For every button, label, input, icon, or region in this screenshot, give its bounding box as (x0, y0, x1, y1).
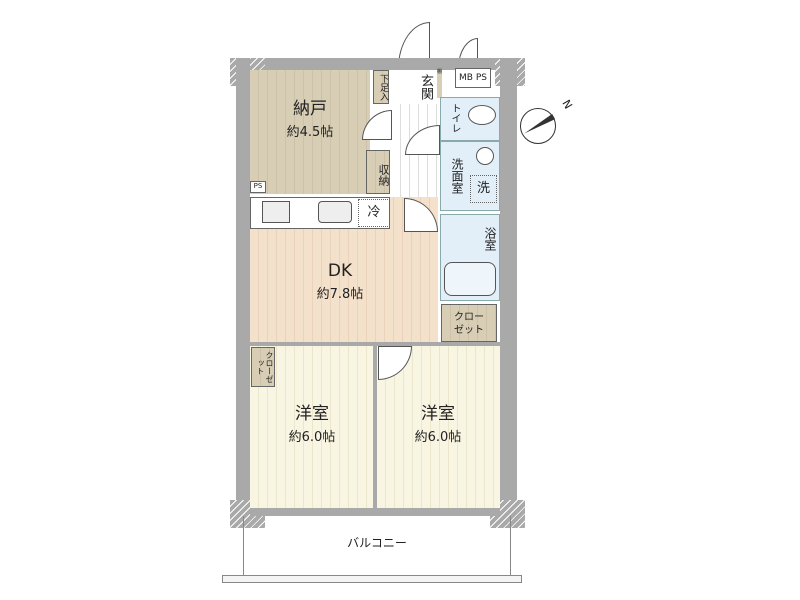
toilet-bowl-icon (468, 105, 496, 125)
sink-icon (476, 147, 494, 165)
room-name: 洋室 (421, 404, 455, 424)
mbps-box: MB PS (455, 68, 491, 88)
bathroom-label: 浴室 (483, 227, 497, 251)
balcony-label: バルコニー (347, 536, 407, 550)
room-size: 約7.8帖 (316, 286, 364, 302)
room-western-right-label: 洋室 約6.0帖 (378, 404, 498, 445)
room-name: 洋室 (295, 404, 329, 424)
room-dk-label: DK 約7.8帖 (280, 261, 400, 302)
compass-north-label: N (559, 97, 575, 112)
room-size: 約4.5帖 (286, 124, 334, 140)
room-name: 納戸 (293, 99, 327, 119)
bottom-wall (250, 508, 500, 516)
stove-icon (262, 201, 290, 223)
interior-wall (373, 342, 377, 508)
balcony (243, 516, 511, 576)
entrance-label: 玄関 (418, 74, 433, 100)
compass-icon (520, 108, 556, 144)
shoe-storage: 下足入 (373, 70, 389, 104)
room-western-left-label: 洋室 約6.0帖 (252, 404, 372, 445)
closet: クローゼット (441, 304, 497, 342)
storage-closet: 収納 (366, 150, 390, 194)
room-name: DK (327, 261, 353, 281)
room-nando (250, 70, 370, 194)
kitchen-sink-icon (318, 201, 352, 223)
shelf: 棚 (437, 69, 442, 98)
ps-label: PS (250, 181, 266, 193)
bathtub-icon (444, 262, 496, 296)
toilet-label: トイレ (449, 103, 460, 133)
room-size: 約6.0帖 (414, 429, 462, 445)
top-wall (236, 58, 517, 70)
closet-small: クローゼット (251, 347, 275, 387)
fridge-space: 冷 (358, 199, 390, 227)
room-size: 約6.0帖 (288, 429, 336, 445)
balcony-rail (222, 575, 522, 583)
left-wall (236, 58, 250, 518)
washer-space: 洗 (470, 175, 497, 203)
room-nando-label: 納戸 約4.5帖 (250, 99, 370, 140)
washroom-label: 洗面室 (450, 157, 464, 194)
right-wall (500, 58, 517, 518)
